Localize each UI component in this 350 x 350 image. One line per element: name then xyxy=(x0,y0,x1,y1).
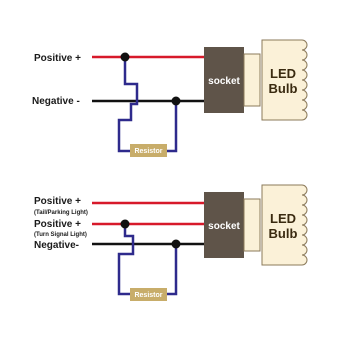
resistor-label: Resistor xyxy=(134,148,162,155)
bulb-label-line1: LED xyxy=(270,211,296,226)
junction-dot xyxy=(171,239,181,249)
junction-dot xyxy=(120,219,130,229)
bulb-base xyxy=(243,53,261,107)
diagram-1: Positive + Negative - Resistor socket LE… xyxy=(32,39,308,157)
resistor xyxy=(130,144,167,157)
led-bulb xyxy=(261,39,308,121)
negative-label: Negative- xyxy=(34,240,79,251)
bypass-wire-return xyxy=(166,101,178,153)
bulb-base xyxy=(243,198,261,252)
positive-label: Positive + xyxy=(34,53,81,64)
bypass-wire-return xyxy=(166,244,178,296)
negative-label: Negative - xyxy=(32,96,80,107)
socket xyxy=(204,47,244,113)
junction-dot xyxy=(120,52,130,62)
socket-label: socket xyxy=(208,221,240,232)
junction-dot xyxy=(171,96,181,106)
bypass-wire xyxy=(117,224,135,296)
resistor xyxy=(130,288,167,301)
socket xyxy=(204,192,244,258)
resistor-label: Resistor xyxy=(134,292,162,299)
socket-label: socket xyxy=(208,76,240,87)
positive-1-sublabel: (Tail/Parking Light) xyxy=(34,210,88,216)
bypass-wire xyxy=(117,57,139,153)
bulb-label-line2: Bulb xyxy=(269,81,298,96)
bulb-label-line1: LED xyxy=(270,66,296,81)
positive-2-label: Positive + xyxy=(34,219,81,230)
positive-2-sublabel: (Turn Signal Light) xyxy=(34,232,87,238)
led-bulb xyxy=(261,184,308,266)
diagram-2: Positive + (Tail/Parking Light) Positive… xyxy=(34,184,308,301)
positive-1-label: Positive + xyxy=(34,196,81,207)
bulb-label-line2: Bulb xyxy=(269,226,298,241)
